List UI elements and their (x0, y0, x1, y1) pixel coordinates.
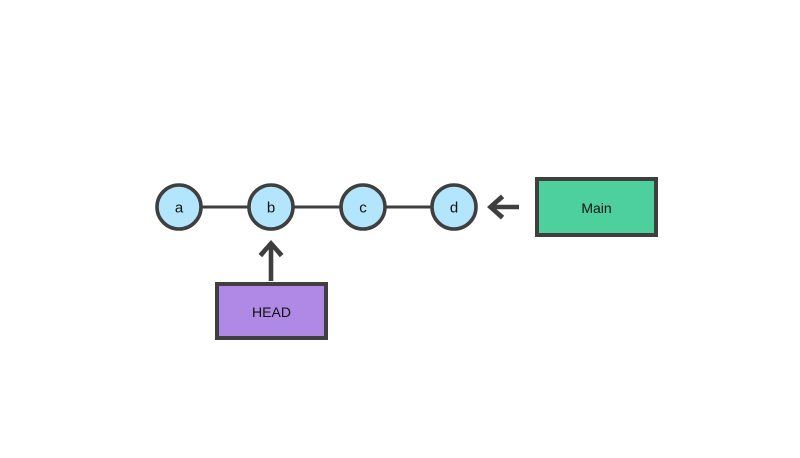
ref-box-head[interactable]: HEAD (215, 282, 328, 340)
commit-label-b: b (267, 200, 275, 217)
main-branch-label: Main (581, 200, 611, 216)
commit-label-a: a (175, 200, 184, 217)
commit-node-d[interactable]: d (430, 183, 478, 231)
head-pointer-label: HEAD (252, 304, 291, 320)
commit-circle-a[interactable] (155, 183, 203, 231)
commit-node-a[interactable]: a (155, 183, 203, 231)
main-branch-box[interactable] (535, 177, 658, 237)
head-pointer-box[interactable] (215, 282, 328, 340)
commit-label-d: d (450, 200, 458, 217)
left-arrow-icon (487, 194, 519, 220)
commit-circle-c[interactable] (339, 183, 387, 231)
commit-label-c: c (359, 200, 367, 217)
commit-circle-b[interactable] (247, 183, 295, 231)
commit-node-b[interactable]: b (247, 183, 295, 231)
commit-circle-d[interactable] (430, 183, 478, 231)
arrow-head-to-b (258, 240, 284, 281)
arrow-main-to-d (487, 194, 519, 220)
up-arrow-icon (258, 240, 284, 281)
commit-node-c[interactable]: c (339, 183, 387, 231)
ref-box-main[interactable]: Main (535, 177, 658, 237)
